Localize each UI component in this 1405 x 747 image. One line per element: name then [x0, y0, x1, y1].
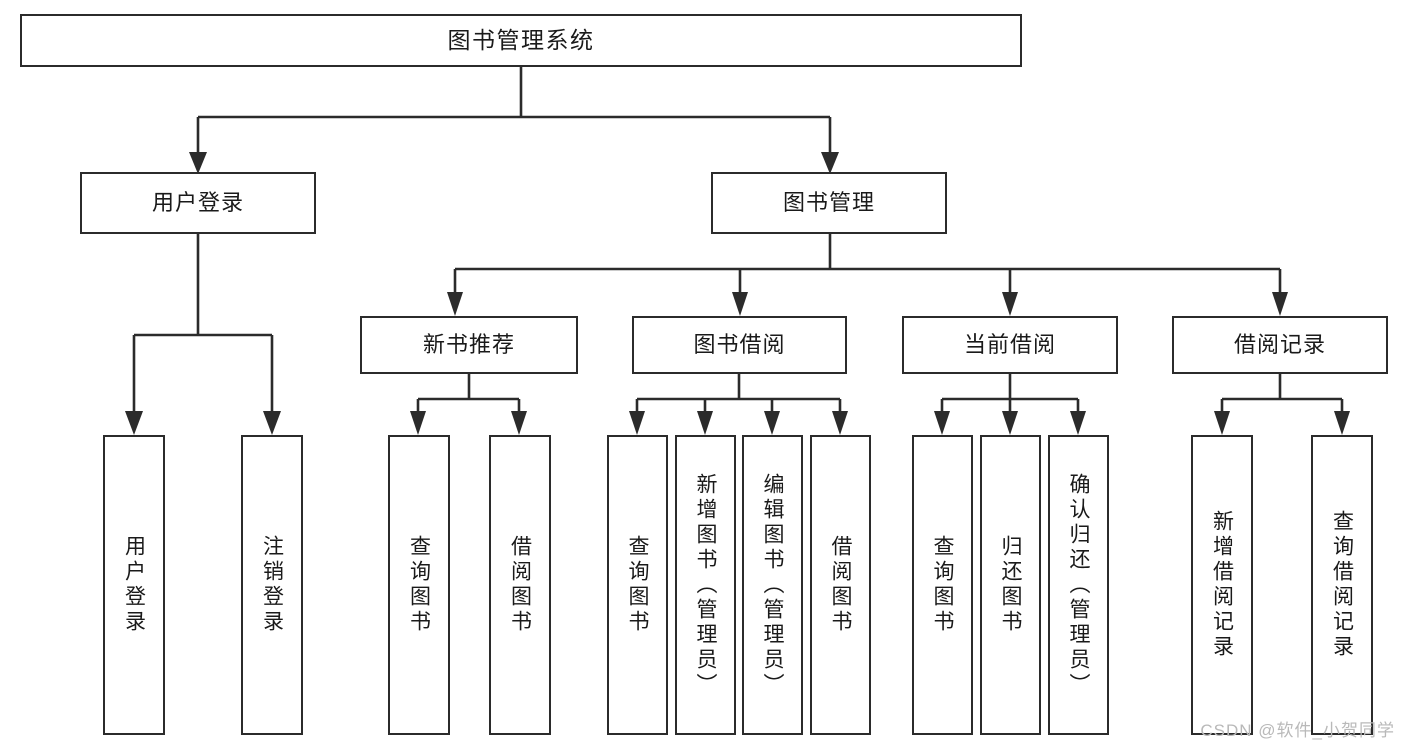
arrow-br-leaf2 [1334, 411, 1350, 435]
arrow-borrow-record [1272, 292, 1288, 316]
node-label: 借阅图书 [508, 535, 532, 635]
arrow-cb-leaf2 [1002, 411, 1018, 435]
node-borrow-record[interactable]: 借阅记录 [1172, 316, 1388, 374]
leaf-query-borrow-record[interactable]: 查询借阅记录 [1311, 435, 1373, 735]
arrow-bb-leaf4 [832, 411, 848, 435]
arrow-bb-leaf1 [629, 411, 645, 435]
leaf-confirm-return-admin[interactable]: 确认归还（管理员） [1048, 435, 1109, 735]
leaf-borrow-book-new[interactable]: 借阅图书 [489, 435, 551, 735]
leaf-borrow-book[interactable]: 借阅图书 [810, 435, 871, 735]
node-label: 图书管理 [782, 190, 875, 216]
leaf-logout[interactable]: 注销登录 [241, 435, 303, 735]
arrow-leaf-user-login [125, 411, 143, 435]
node-label: 查询图书 [931, 535, 954, 635]
arrow-cb-leaf3 [1070, 411, 1086, 435]
node-label: 确认归还（管理员） [1067, 472, 1090, 698]
node-label: 用户登录 [151, 190, 244, 216]
node-label: 新增借阅记录 [1210, 510, 1234, 660]
leaf-query-book[interactable]: 查询图书 [607, 435, 668, 735]
leaf-query-book-new[interactable]: 查询图书 [388, 435, 450, 735]
node-label: 用户登录 [122, 535, 146, 635]
leaf-query-book-current[interactable]: 查询图书 [912, 435, 973, 735]
arrow-nb-leaf1 [410, 411, 426, 435]
node-book-borrow[interactable]: 图书借阅 [632, 316, 847, 374]
node-label: 注销登录 [260, 535, 284, 635]
arrow-cb-leaf1 [934, 411, 950, 435]
node-label: 当前借阅 [963, 332, 1056, 358]
leaf-user-login[interactable]: 用户登录 [103, 435, 165, 735]
leaf-add-book-admin[interactable]: 新增图书（管理员） [675, 435, 736, 735]
node-label: 图书管理系统 [447, 26, 595, 53]
node-label: 借阅图书 [829, 535, 852, 635]
arrow-new-book [447, 292, 463, 316]
node-label: 新书推荐 [422, 332, 515, 358]
arrow-borrow-book [732, 292, 748, 316]
node-label: 编辑图书（管理员） [761, 472, 784, 698]
leaf-add-borrow-record[interactable]: 新增借阅记录 [1191, 435, 1253, 735]
node-label: 查询图书 [626, 535, 649, 635]
arrow-nb-leaf2 [511, 411, 527, 435]
node-root-library-management-system[interactable]: 图书管理系统 [20, 14, 1022, 67]
node-label: 归还图书 [999, 535, 1022, 635]
node-book-management[interactable]: 图书管理 [711, 172, 947, 234]
arrow-bb-leaf3 [764, 411, 780, 435]
node-current-borrow[interactable]: 当前借阅 [902, 316, 1118, 374]
arrow-current-borrow [1002, 292, 1018, 316]
node-new-book-recommend[interactable]: 新书推荐 [360, 316, 578, 374]
leaf-edit-book-admin[interactable]: 编辑图书（管理员） [742, 435, 803, 735]
node-label: 图书借阅 [693, 332, 786, 358]
leaf-return-book[interactable]: 归还图书 [980, 435, 1041, 735]
arrow-br-leaf1 [1214, 411, 1230, 435]
node-label: 查询图书 [407, 535, 431, 635]
node-label: 借阅记录 [1233, 332, 1326, 358]
arrow-leaf-logout [263, 411, 281, 435]
arrow-user-login [189, 152, 207, 174]
node-user-login[interactable]: 用户登录 [80, 172, 316, 234]
arrow-book-manage [821, 152, 839, 174]
watermark: CSDN @软件_小贺同学 [1200, 721, 1395, 740]
node-label: 查询借阅记录 [1330, 510, 1354, 660]
node-label: 新增图书（管理员） [694, 472, 717, 698]
arrow-bb-leaf2 [697, 411, 713, 435]
